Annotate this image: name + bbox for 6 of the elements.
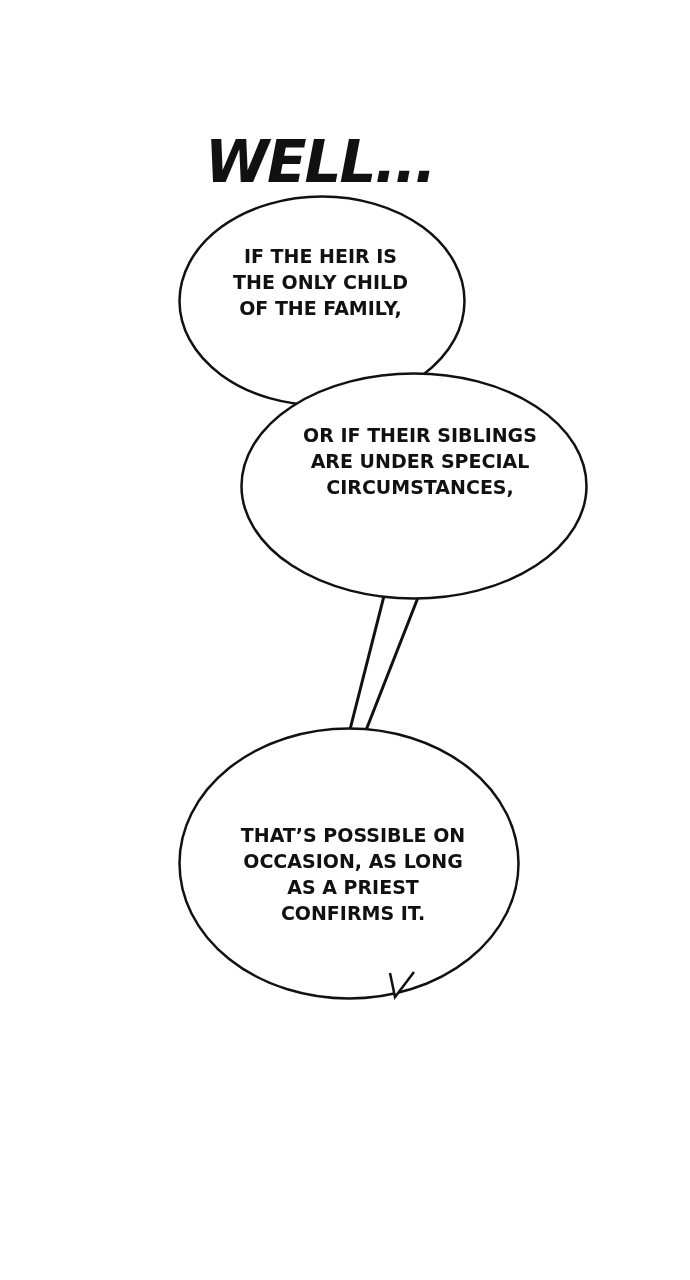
bubble-text: THAT’S POSSIBLE ON OCCASION, AS LONG AS A PRIEST CONFIRMS IT.: [239, 823, 467, 926]
speech-bubble: [178, 727, 520, 1000]
bubble-text: IF THE HEIR IS THE ONLY CHILD OF THE FAMILY,: [232, 244, 409, 321]
bubble-text: OR IF THEIR SIBLINGS ARE UNDER SPECIAL CIRCUMSTANCES,: [302, 423, 538, 500]
exclamation-text: WELL...: [205, 128, 435, 196]
speech-bubble: [240, 372, 588, 600]
